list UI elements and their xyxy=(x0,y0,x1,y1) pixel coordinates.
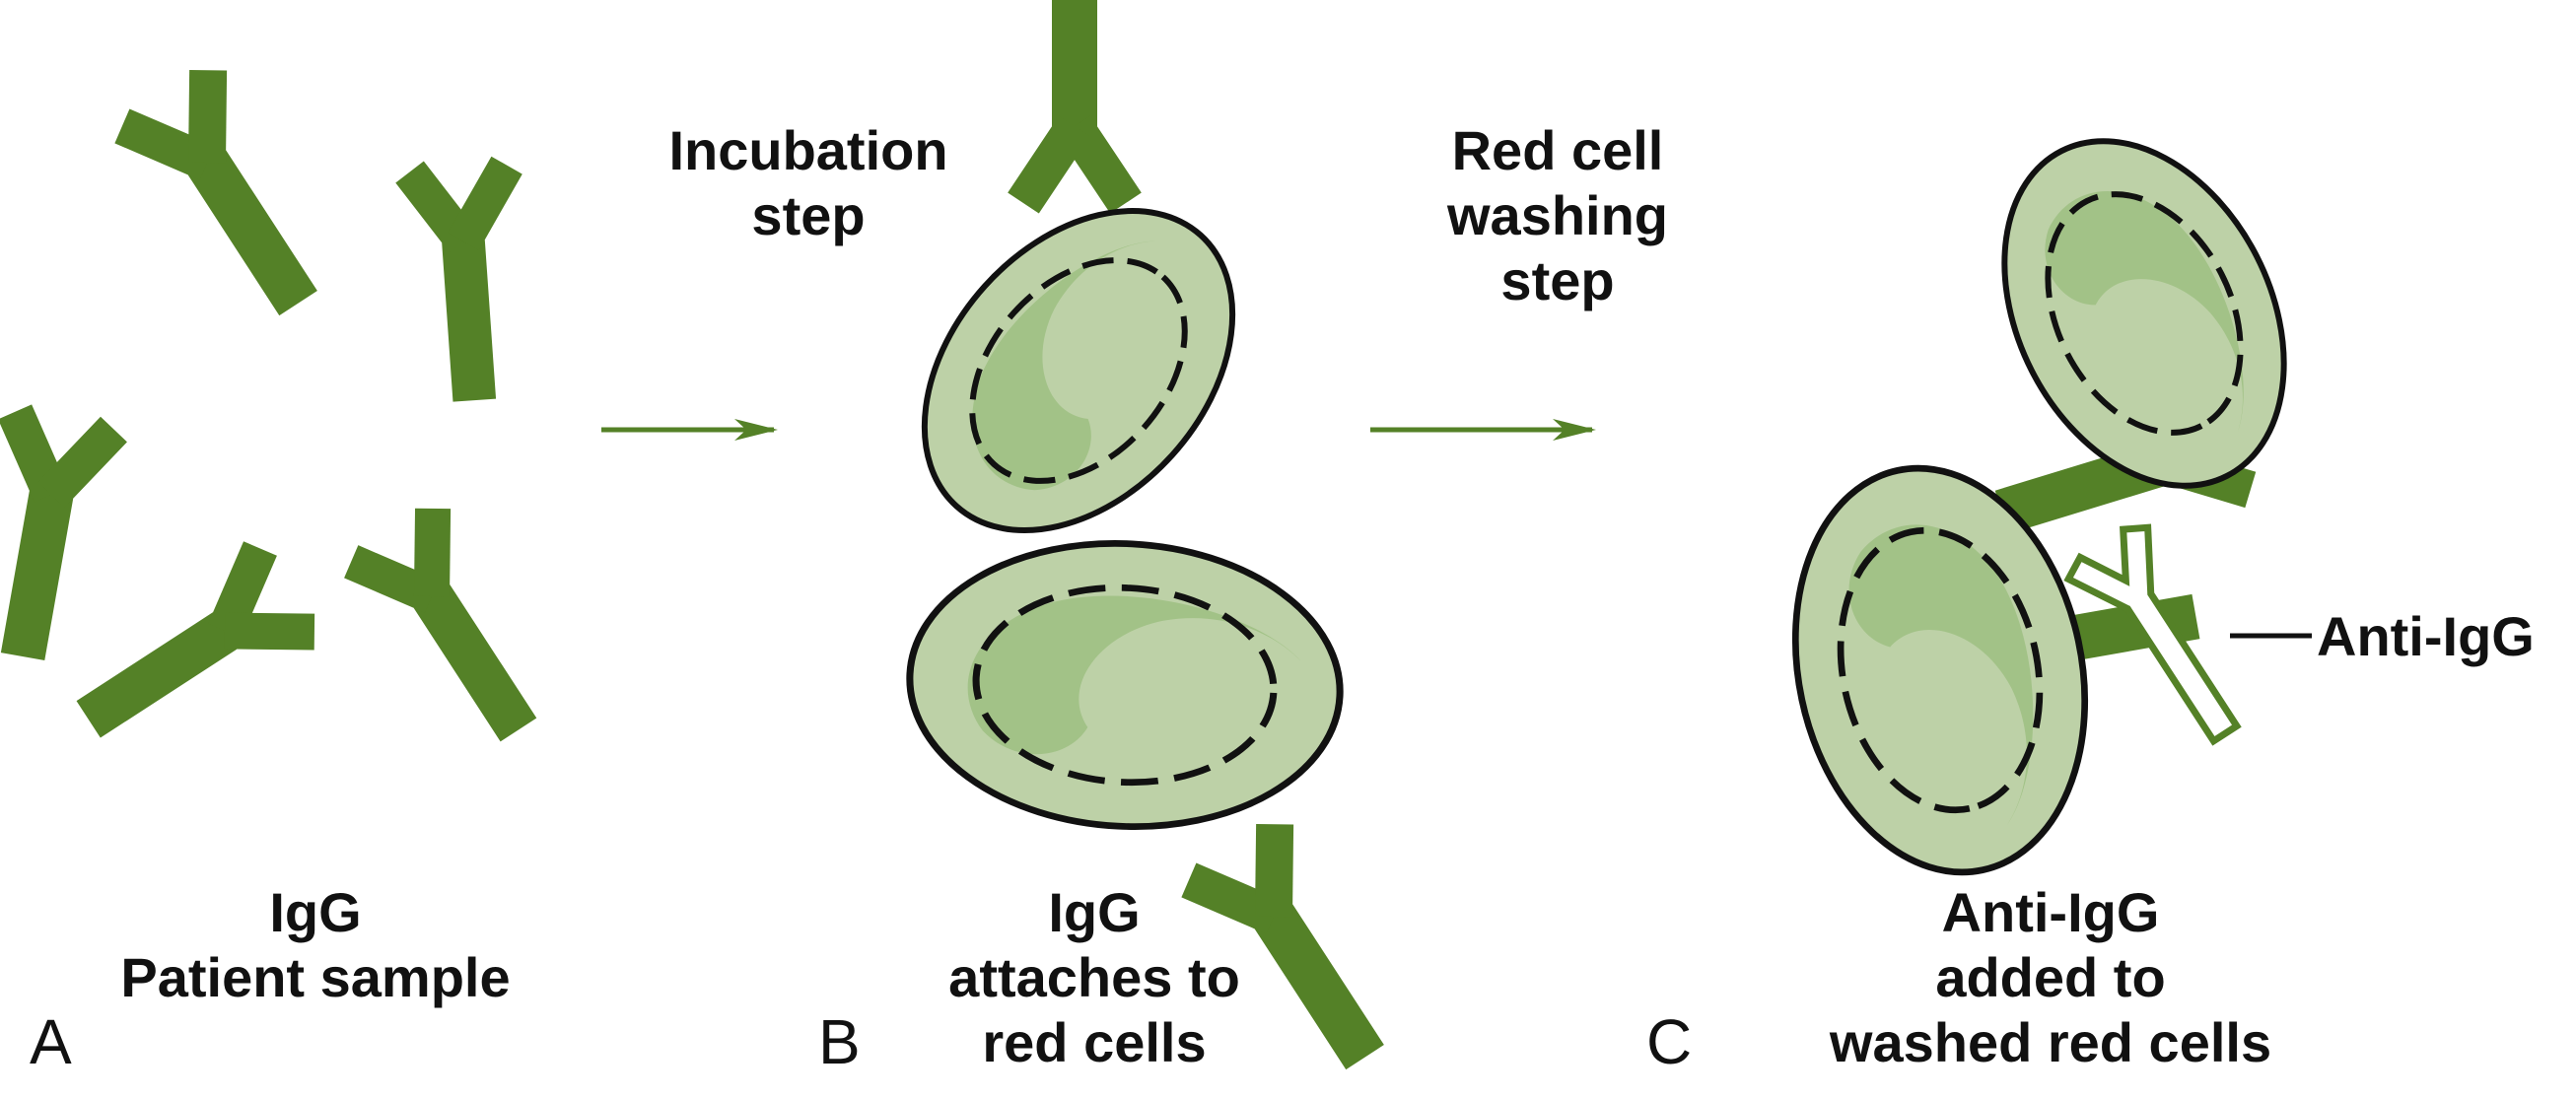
panel-a-antibodies xyxy=(0,70,559,761)
panel-b-caption: IgG attaches to red cells xyxy=(868,880,1321,1075)
step-line: Incubation xyxy=(668,119,948,181)
caption-line: IgG xyxy=(269,881,362,943)
step-line: washing xyxy=(1446,184,1669,246)
caption-line: washed red cells xyxy=(1829,1011,2272,1073)
red-cell-icon xyxy=(902,532,1347,837)
panel-c-letter: C xyxy=(1646,1006,1693,1077)
caption-line: Patient sample xyxy=(120,946,511,1008)
panel-c-caption: Anti-IgG added to washed red cells xyxy=(1775,880,2327,1075)
panel-a-caption: IgG Patient sample xyxy=(59,880,572,1010)
caption-line: added to xyxy=(1935,946,2166,1008)
anti-igg-callout-label: Anti-IgG xyxy=(2317,605,2535,667)
caption-line: IgG xyxy=(1048,881,1141,943)
red-cell-icon xyxy=(1949,94,2339,533)
igg-antibody-icon xyxy=(351,509,559,756)
igg-antibody-icon xyxy=(410,166,523,404)
igg-antibody-icon xyxy=(61,548,314,761)
washing-step-label: Red cell washing step xyxy=(1400,118,1715,313)
step-line: step xyxy=(751,184,866,246)
step-line: Red cell xyxy=(1451,119,1664,181)
igg-antibody-icon xyxy=(122,70,341,331)
caption-line: red cells xyxy=(982,1011,1207,1073)
caption-line: attaches to xyxy=(948,946,1240,1008)
caption-line: Anti-IgG xyxy=(1941,881,2160,943)
igg-antibody-icon xyxy=(0,412,113,665)
step-line: step xyxy=(1500,249,1615,311)
panel-b-letter: B xyxy=(818,1006,861,1077)
panel-a-letter: A xyxy=(30,1006,72,1077)
igg-antibody-icon xyxy=(1023,0,1126,203)
panel-c-cells xyxy=(1760,94,2339,899)
incubation-step-label: Incubation step xyxy=(641,118,976,248)
